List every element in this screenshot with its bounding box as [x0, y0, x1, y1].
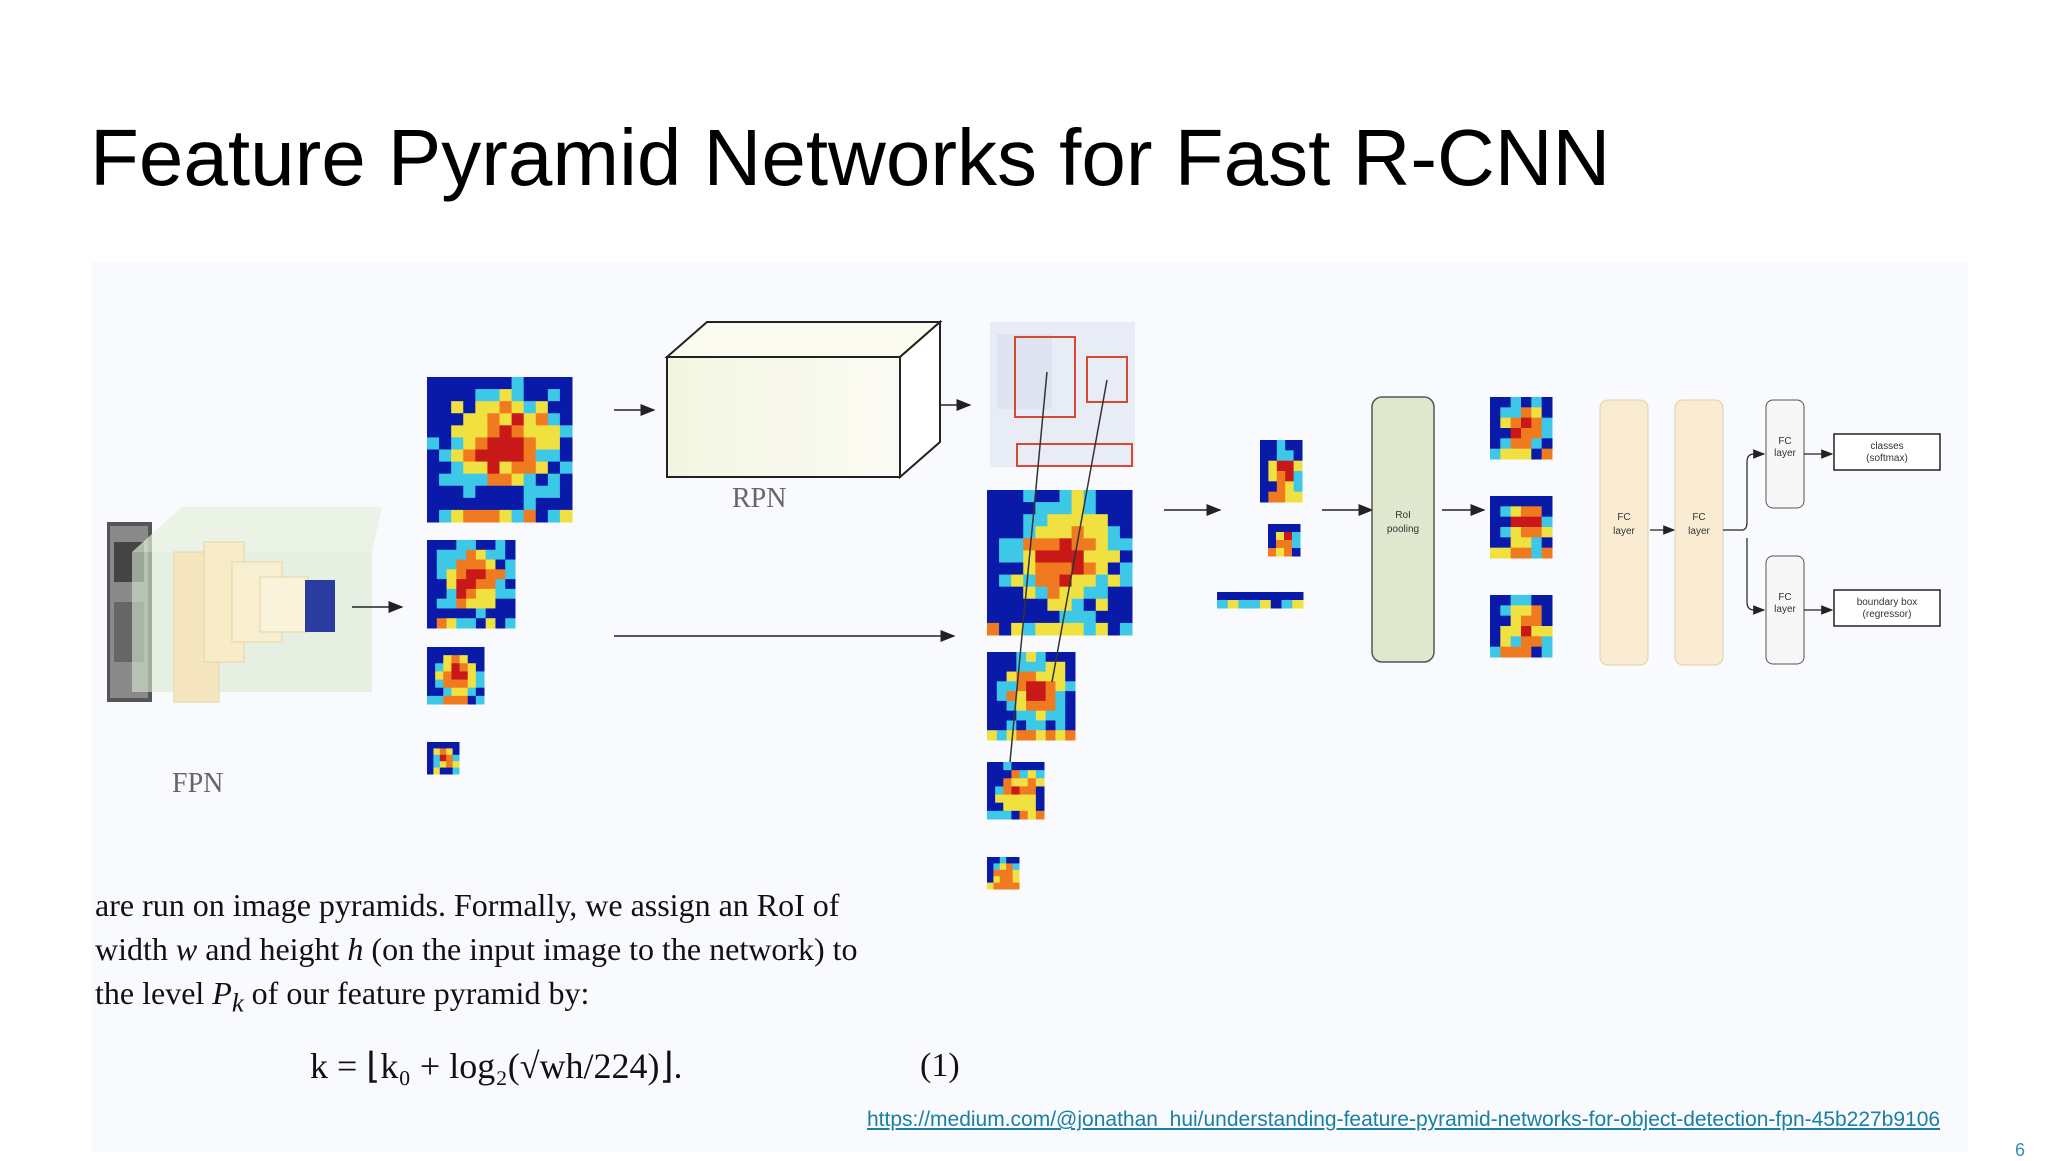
- fpn-block: FPN: [132, 507, 382, 799]
- fc2-label-1: FC: [1692, 512, 1705, 523]
- mapped-level-p4: [987, 762, 1045, 820]
- equation-number: (1): [920, 1047, 960, 1084]
- fc4-label-1: FC: [1778, 592, 1791, 603]
- pooled-features: [1490, 397, 1553, 658]
- roi-mapping-lines: [1009, 371, 1108, 763]
- classes-label-1: classes: [1870, 441, 1903, 452]
- region-proposals-image: [990, 322, 1135, 467]
- fc-layer-2: FC layer: [1674, 399, 1724, 666]
- roi-crops: [1217, 440, 1304, 609]
- roi-pooling-block: RoI pooling: [1371, 396, 1435, 663]
- classes-output-box: classes (softmax): [1833, 433, 1941, 471]
- rpn-box: RPN: [664, 319, 943, 514]
- roi-pooling-label-2: pooling: [1387, 524, 1419, 535]
- feature-pyramid-mapped: [987, 490, 1133, 890]
- pooled-feature-2: [1490, 496, 1553, 559]
- fc-layer-1: FC layer: [1599, 399, 1649, 666]
- fc3-label-2: layer: [1774, 448, 1796, 459]
- fpn-label: FPN: [172, 768, 223, 799]
- fpn-fast-rcnn-diagram: FPN RPN: [92, 262, 1968, 1152]
- bbox-label-2: (regressor): [1863, 609, 1912, 620]
- mapped-level-p3: [987, 652, 1076, 741]
- roi-crop-1: [1260, 440, 1303, 503]
- bbox-label-1: boundary box: [1857, 597, 1918, 608]
- pooled-feature-3: [1490, 595, 1553, 658]
- pyramid-level-p2: [427, 377, 573, 523]
- fc1-label-2: layer: [1613, 526, 1635, 537]
- roi-pooling-label-1: RoI: [1395, 510, 1411, 521]
- source-link-overflow: 6: [2015, 1140, 2026, 1160]
- paper-excerpt: are run on image pyramids. Formally, we …: [95, 883, 975, 1024]
- pyramid-level-p4: [427, 647, 485, 705]
- fc1-label-1: FC: [1617, 512, 1630, 523]
- pyramid-level-p5: [427, 742, 460, 775]
- bbox-output-box: boundary box (regressor): [1833, 589, 1941, 627]
- fc-layer-classes: FC layer: [1765, 399, 1805, 509]
- feature-pyramid-left: [427, 377, 573, 775]
- pyramid-level-p3: [427, 540, 516, 629]
- mapped-level-p5: [987, 857, 1020, 890]
- slide-title: Feature Pyramid Networks for Fast R-CNN: [90, 113, 1611, 202]
- fc4-label-2: layer: [1774, 604, 1796, 615]
- classes-label-2: (softmax): [1866, 453, 1908, 464]
- fc-layer-bbox: FC layer: [1765, 555, 1805, 665]
- rpn-label: RPN: [732, 483, 786, 514]
- equation: k = ⌊k₀ + log₂(√wh/224)⌋.: [310, 1046, 683, 1086]
- mapped-level-p2: [987, 490, 1133, 636]
- pooled-feature-1: [1490, 397, 1553, 460]
- fc3-label-1: FC: [1778, 436, 1791, 447]
- fc2-label-2: layer: [1688, 526, 1710, 537]
- paper-line-2: width w and height h (on the input image…: [95, 931, 858, 967]
- diagram-canvas: FPN RPN: [107, 319, 1941, 890]
- paper-line-1: are run on image pyramids. Formally, we …: [95, 887, 840, 923]
- roi-crop-2: [1268, 524, 1301, 557]
- source-link[interactable]: https://medium.com/@jonathan_hui/underst…: [867, 1108, 1941, 1131]
- paper-line-3: the level Pk of our feature pyramid by:: [95, 975, 590, 1018]
- roi-crop-3: [1217, 592, 1304, 609]
- branch-connector: [1723, 449, 1766, 615]
